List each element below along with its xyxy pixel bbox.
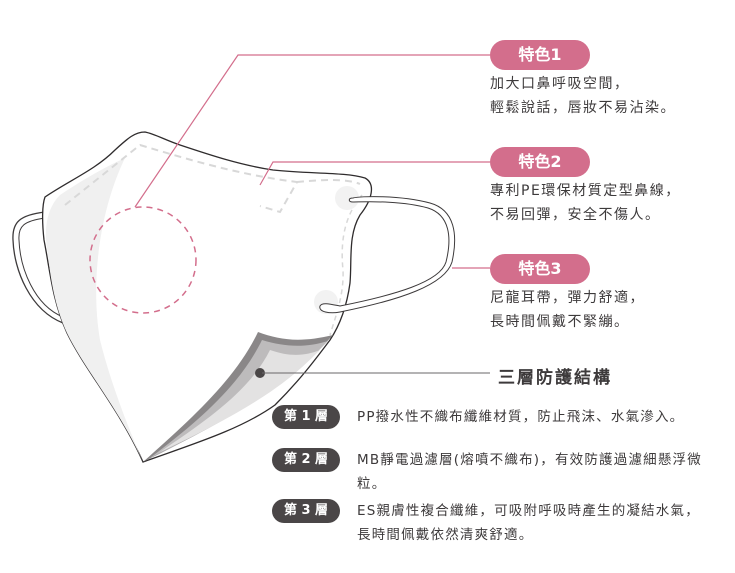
breathing-space-circle bbox=[89, 206, 197, 314]
layer-1-text: PP撥水性不織布纖維材質，防止飛沫、水氣滲入。 bbox=[357, 409, 685, 425]
layer-1-badge: 第 1 層 bbox=[272, 405, 340, 429]
nose-wire bbox=[64, 143, 299, 214]
left-ear-loop bbox=[12, 211, 64, 324]
feature-2-line-2: 不易回彈，安全不傷人。 bbox=[490, 207, 661, 223]
feature-2-text: 專利PE環保材質定型鼻線， 不易回彈，安全不傷人。 bbox=[490, 179, 681, 227]
feature-3-line-2: 長時間佩戴不緊繃。 bbox=[490, 314, 630, 330]
layer-3-text: ES親膚性複合纖維，可吸附呼吸時產生的凝結水氣，長時間佩戴依然清爽舒適。 bbox=[357, 503, 700, 543]
layer-pointer-dot bbox=[255, 368, 265, 378]
feature-1-line-2: 輕鬆說話，唇妝不易沾染。 bbox=[490, 100, 676, 116]
layer-2-text: MB靜電過濾層(熔噴不織布)，有效防護過濾細懸浮微粒。 bbox=[357, 452, 702, 492]
leader-line-feature-1 bbox=[134, 54, 490, 208]
feature-3-text: 尼龍耳帶，彈力舒適， 長時間佩戴不緊繃。 bbox=[490, 286, 645, 334]
right-ear-loop bbox=[319, 196, 456, 314]
feature-1-badge: 特色1 bbox=[490, 40, 590, 70]
feature-2-badge: 特色2 bbox=[490, 147, 590, 177]
structure-title: 三層防護結構 bbox=[498, 368, 612, 388]
feature-2-line-1: 專利PE環保材質定型鼻線， bbox=[490, 183, 681, 199]
feature-3-badge: 特色3 bbox=[490, 254, 590, 284]
feature-1-line-1: 加大口鼻呼吸空間， bbox=[490, 76, 630, 92]
feature-3-line-1: 尼龍耳帶，彈力舒適， bbox=[490, 290, 645, 306]
layer-3-badge: 第 3 層 bbox=[272, 499, 340, 523]
layer-2-badge: 第 2 層 bbox=[272, 448, 340, 472]
leader-line-feature-2 bbox=[259, 161, 490, 186]
feature-1-text: 加大口鼻呼吸空間， 輕鬆說話，唇妝不易沾染。 bbox=[490, 72, 676, 120]
